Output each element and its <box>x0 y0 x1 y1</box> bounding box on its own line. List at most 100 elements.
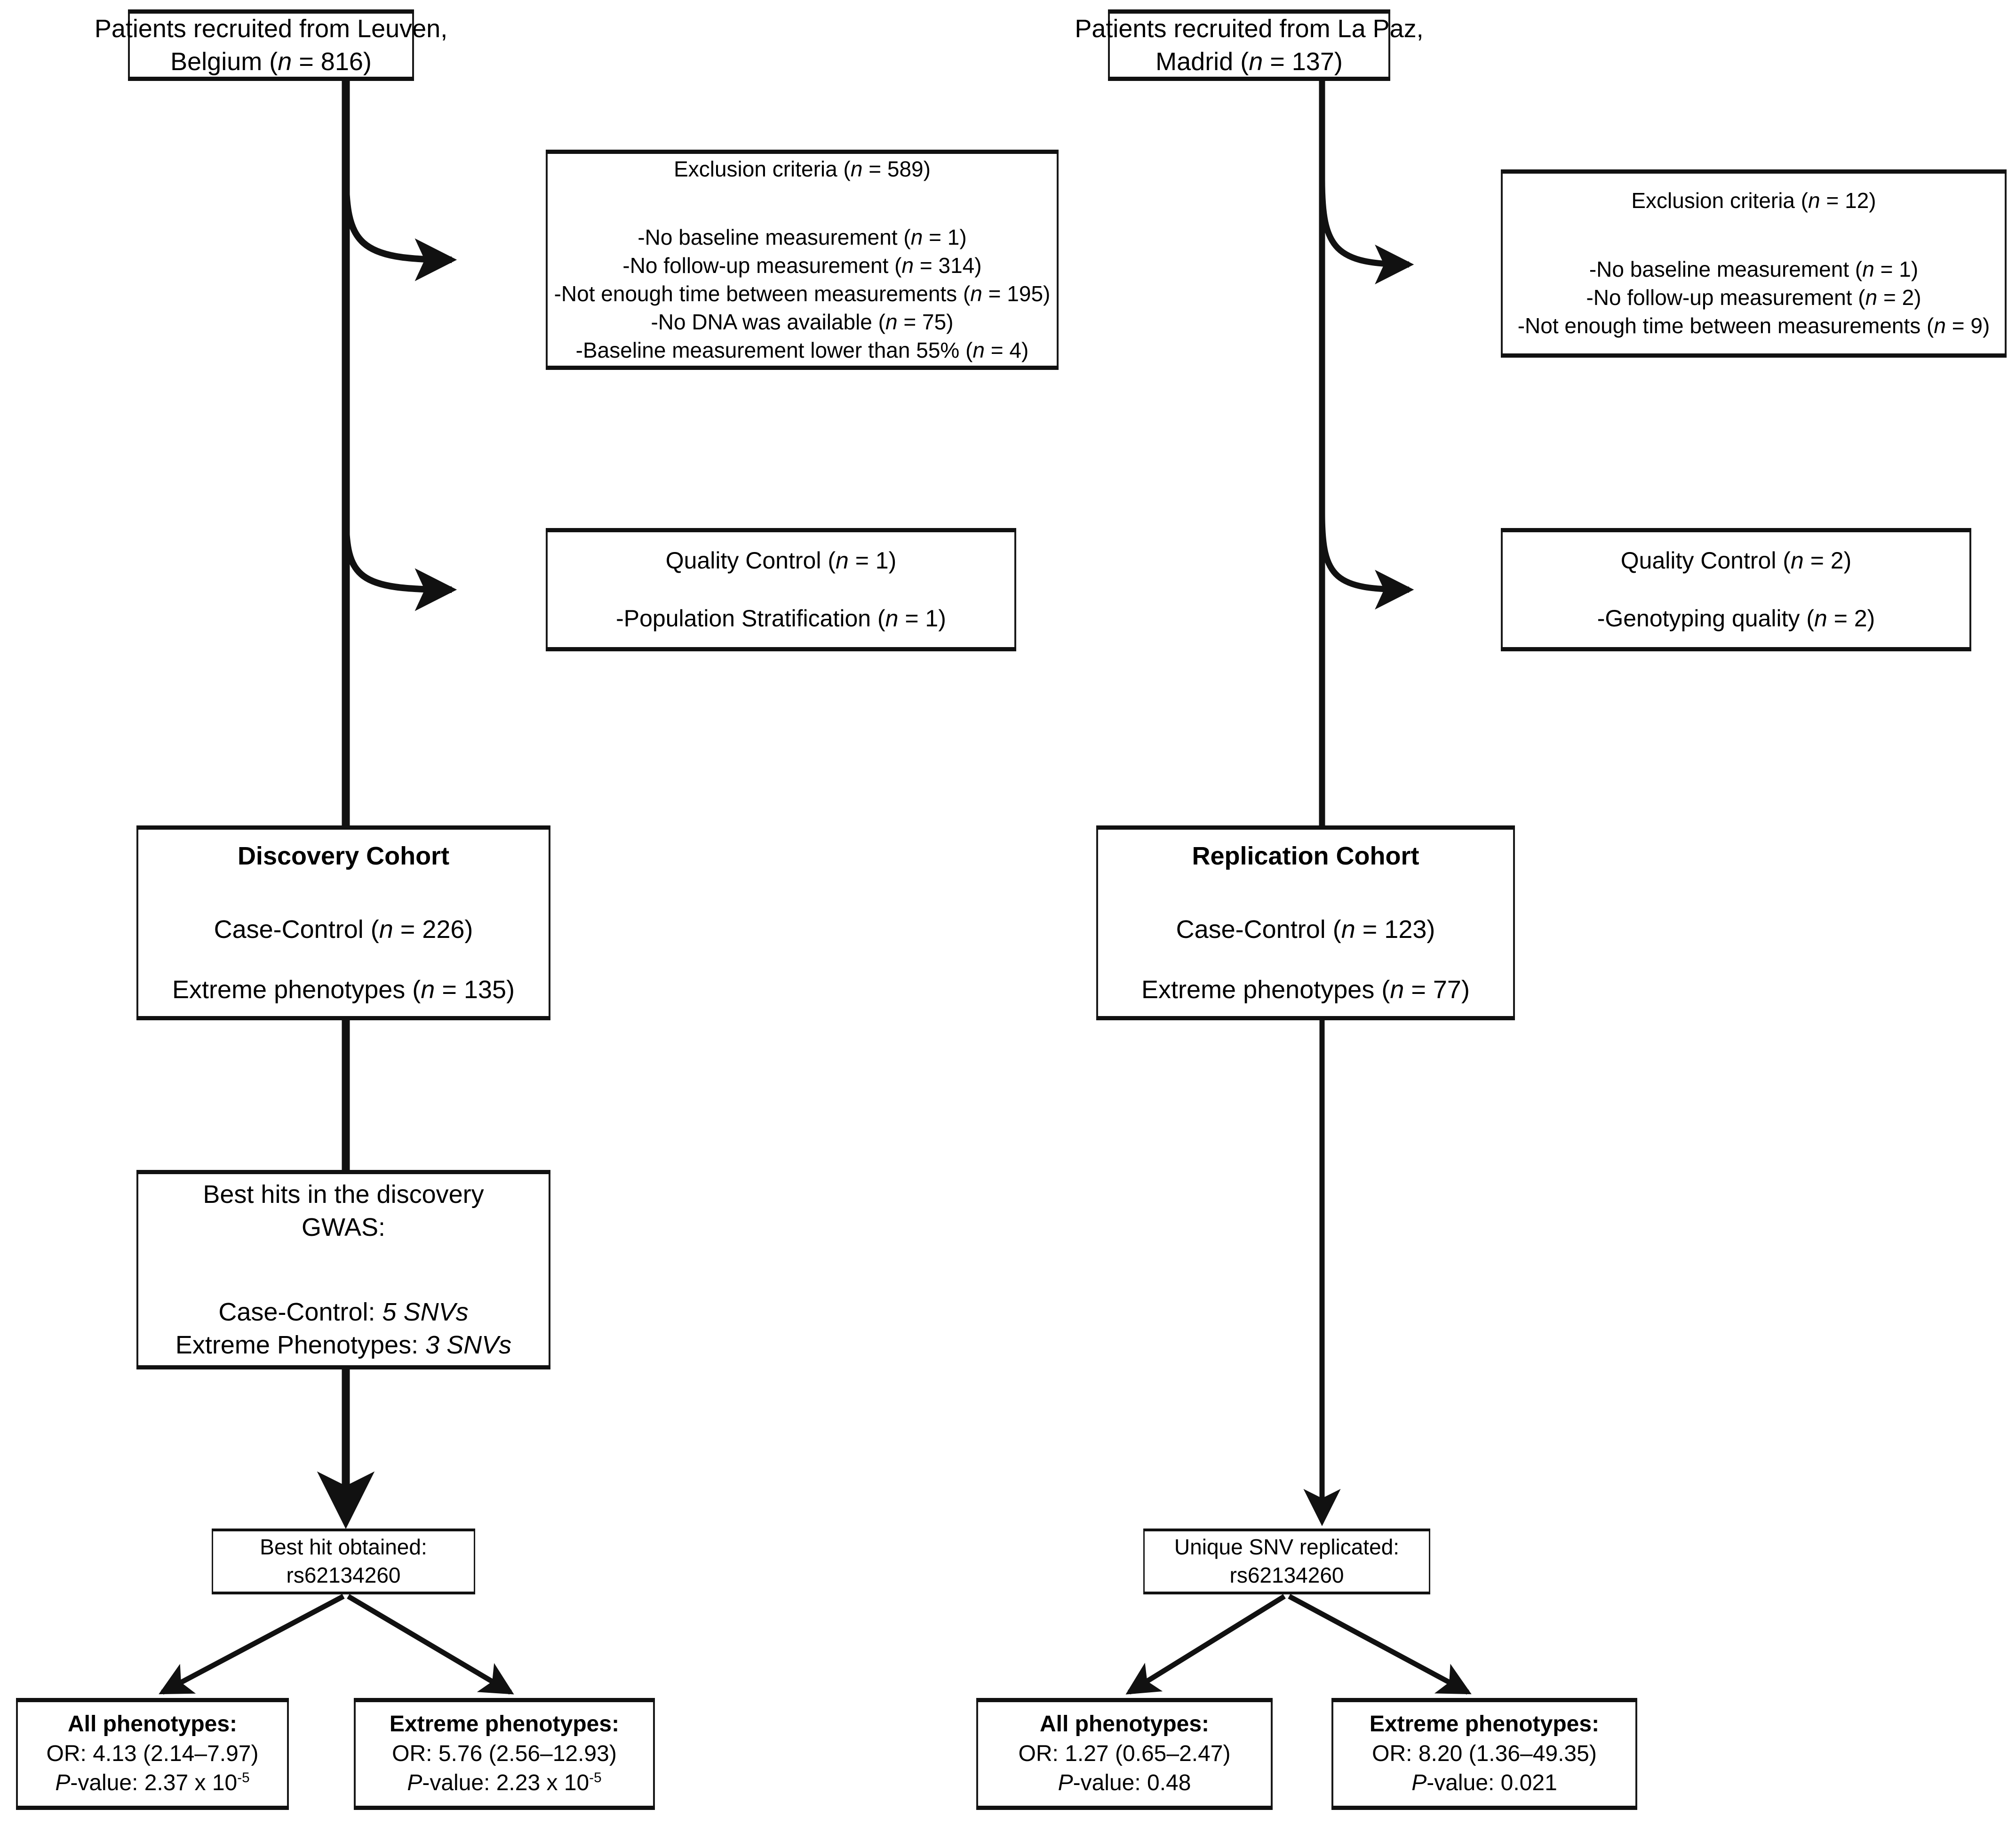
source-line-2-pre: Belgium ( <box>170 48 278 76</box>
exclusion-title-post: = 12) <box>1820 188 1876 213</box>
p-italic: P <box>1411 1770 1427 1796</box>
qc-item-text: -Population Stratification ( <box>616 605 885 632</box>
p-italic: P <box>1058 1770 1073 1796</box>
exclusion-item-text: -Baseline measurement lower than 55% ( <box>575 337 973 362</box>
left-fork-all-phenotypes-arrow <box>159 1594 345 1695</box>
right-fork-extreme-phenotypes-arrow <box>1288 1594 1472 1695</box>
left-exclusion-connector <box>343 169 457 281</box>
qc-item-count: = 2) <box>1827 605 1875 632</box>
best-hits-title-line-2: GWAS: <box>301 1213 385 1241</box>
exclusion-item-count: = 9) <box>1945 313 1990 338</box>
exclusion-title-pre: Exclusion criteria ( <box>674 156 851 181</box>
exclusion-title: Exclusion criteria (n = 12) <box>1631 187 1876 215</box>
n-variable: n <box>1341 915 1355 944</box>
best-hits-case-control-label: Case-Control: <box>218 1298 382 1326</box>
exclusion-item: -No baseline measurement (n = 1) <box>637 224 966 252</box>
qc-title-post: = 1) <box>848 547 897 574</box>
source-line-2: Madrid (n = 137) <box>1155 45 1343 78</box>
n-variable: n <box>885 309 898 334</box>
exclusion-item: -No DNA was available (n = 75) <box>651 308 953 336</box>
best-hits-gwas-box: Best hits in the discovery GWAS: Case-Co… <box>136 1170 550 1369</box>
result-heading: All phenotypes: <box>1039 1712 1210 1737</box>
exclusion-item-text: -No follow-up measurement ( <box>622 253 902 278</box>
n-variable: n <box>1865 285 1878 310</box>
cohort-case-control: Case-Control (n = 123) <box>1176 913 1435 946</box>
n-variable: n <box>885 605 899 632</box>
best-hits-case-control: Case-Control: 5 SNVs <box>218 1296 468 1329</box>
exclusion-title: Exclusion criteria (n = 589) <box>674 155 931 184</box>
n-variable: n <box>910 225 923 250</box>
source-line-2: Belgium (n = 816) <box>170 45 372 78</box>
exclusion-criteria-box-left: Exclusion criteria (n = 589) -No baselin… <box>546 150 1059 370</box>
best-hits-extreme: Extreme Phenotypes: 3 SNVs <box>175 1329 511 1361</box>
qc-title-pre: Quality Control ( <box>1620 547 1791 574</box>
exclusion-item-text: -No DNA was available ( <box>651 309 885 334</box>
n-variable: n <box>1862 257 1874 282</box>
exclusion-item-count: = 4) <box>985 337 1029 362</box>
result-box-right-all-phenotypes: All phenotypes: OR: 1.27 (0.65–2.47) P-v… <box>976 1698 1273 1810</box>
n-variable: n <box>1249 48 1263 76</box>
exclusion-item-text: -No baseline measurement ( <box>637 225 911 250</box>
quality-control-box-left: Quality Control (n = 1) -Population Stra… <box>546 528 1016 651</box>
best-hits-extreme-label: Extreme Phenotypes: <box>175 1331 426 1360</box>
exclusion-title-pre: Exclusion criteria ( <box>1631 188 1809 213</box>
exclusion-item: -Baseline measurement lower than 55% (n … <box>576 336 1029 365</box>
result-p-value: P-value: 0.48 <box>1058 1769 1191 1798</box>
qc-title: Quality Control (n = 1) <box>666 545 897 576</box>
result-odds-ratio: OR: 1.27 (0.65–2.47) <box>1018 1741 1231 1766</box>
cohort-extreme-phenotypes: Extreme phenotypes (n = 77) <box>1141 973 1470 1006</box>
result-p-value: P-value: 2.37 x 10-5 <box>55 1769 249 1798</box>
exclusion-item-text: -No baseline measurement ( <box>1589 257 1863 282</box>
cohort-case-control-label: Case-Control ( <box>214 915 379 944</box>
qc-item-count: = 1) <box>898 605 946 632</box>
cohort-extreme-count: = 77) <box>1404 976 1470 1004</box>
exclusion-item-count: = 1) <box>923 225 967 250</box>
best-hits-case-control-value: 5 SNVs <box>382 1298 469 1326</box>
result-heading: All phenotypes: <box>67 1712 238 1737</box>
best-hits-title-line-1: Best hits in the discovery <box>203 1180 484 1209</box>
unique-snv-replicated-box: Unique SNV replicated: rs62134260 <box>1143 1529 1430 1594</box>
n-variable: n <box>972 337 985 362</box>
exclusion-item: -No follow-up measurement (n = 314) <box>622 252 981 280</box>
exclusion-item-count: = 314) <box>914 253 982 278</box>
snv-id: rs62134260 <box>1229 1563 1344 1587</box>
n-variable: n <box>1814 605 1827 632</box>
exclusion-item-count: = 1) <box>1874 257 1919 282</box>
exclusion-item: -Not enough time between measurements (n… <box>1518 312 1990 340</box>
result-heading: Extreme phenotypes: <box>389 1712 620 1737</box>
source-line-2-post: = 816) <box>292 48 372 76</box>
cohort-extreme-phenotypes: Extreme phenotypes (n = 135) <box>172 973 515 1006</box>
result-p-value-text: -value: 0.48 <box>1073 1770 1191 1796</box>
n-variable: n <box>1790 547 1804 574</box>
result-odds-ratio: OR: 8.20 (1.36–49.35) <box>1372 1741 1597 1766</box>
result-odds-ratio: OR: 5.76 (2.56–12.93) <box>392 1741 617 1766</box>
result-box-left-extreme-phenotypes: Extreme phenotypes: OR: 5.76 (2.56–12.93… <box>354 1698 655 1810</box>
p-italic: P <box>55 1770 71 1796</box>
exclusion-item-text: -No follow-up measurement ( <box>1586 285 1865 310</box>
exclusion-item-count: = 2) <box>1877 285 1921 310</box>
n-variable: n <box>1390 976 1404 1004</box>
cohort-case-control: Case-Control (n = 226) <box>214 913 473 946</box>
qc-item: -Genotyping quality (n = 2) <box>1597 603 1875 634</box>
source-box-leuven: Patients recruited from Leuven, Belgium … <box>95 9 447 81</box>
exclusion-title-post: = 589) <box>862 156 931 181</box>
source-box-la-paz: Patients recruited from La Paz, Madrid (… <box>1075 9 1424 81</box>
discovery-cohort-box: Discovery Cohort Case-Control (n = 226) … <box>136 825 550 1020</box>
right-fork-all-phenotypes-arrow <box>1125 1594 1286 1695</box>
n-variable: n <box>835 547 849 574</box>
exclusion-criteria-box-right: Exclusion criteria (n = 12) -No baseline… <box>1501 169 2007 358</box>
left-fork-extreme-phenotypes-arrow <box>347 1594 514 1695</box>
n-variable: n <box>379 915 393 944</box>
snv-label: Unique SNV replicated: <box>1174 1535 1400 1560</box>
n-variable: n <box>850 156 863 181</box>
exclusion-item-count: = 195) <box>982 281 1051 306</box>
source-line-1: Patients recruited from La Paz, <box>1075 14 1424 43</box>
exclusion-item-text: -Not enough time between measurements ( <box>1517 313 1934 338</box>
result-p-value: P-value: 2.23 x 10-5 <box>407 1769 601 1798</box>
left-qc-connector <box>343 512 457 611</box>
qc-title-post: = 2) <box>1803 547 1852 574</box>
best-hit-obtained-box: Best hit obtained: rs62134260 <box>212 1529 475 1594</box>
cohort-heading: Discovery Cohort <box>237 841 450 870</box>
exclusion-item-text: -Not enough time between measurements ( <box>554 281 971 306</box>
